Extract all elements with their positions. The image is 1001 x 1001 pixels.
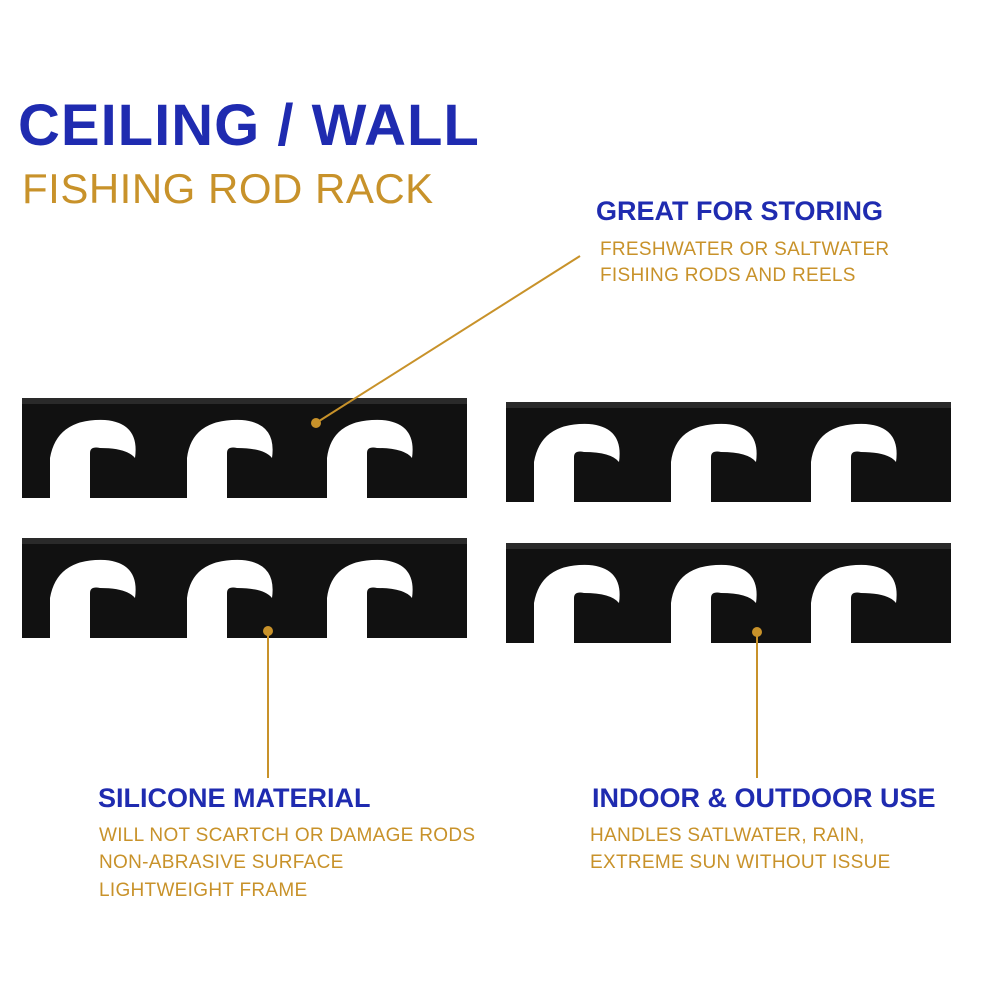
callout-storing-line-1: FRESHWATER OR SALTWATER: [600, 239, 890, 260]
leader-line-silicone: [263, 626, 273, 778]
rack-piece-top-left: [22, 398, 467, 498]
callout-storing-heading: GREAT FOR STORING: [596, 196, 884, 226]
callout-silicone-line-2: NON-ABRASIVE SURFACE: [99, 852, 344, 873]
callout-outdoor-heading: INDOOR & OUTDOOR USE: [592, 783, 936, 813]
callout-silicone-heading: SILICONE MATERIAL: [98, 783, 371, 813]
callout-silicone-line-1: WILL NOT SCARTCH OR DAMAGE RODS: [99, 825, 476, 846]
callout-outdoor-line-1: HANDLES SATLWATER, RAIN,: [590, 825, 865, 846]
leader-line-outdoor: [752, 627, 762, 778]
page-subtitle: FISHING ROD RACK: [22, 165, 434, 212]
leader-line-storing: [311, 255, 581, 428]
callout-storing-line-2: FISHING RODS AND REELS: [600, 265, 856, 286]
page-title: CEILING / WALL: [18, 93, 480, 158]
rack-piece-top-right: [506, 402, 951, 502]
callout-silicone-line-3: LIGHTWEIGHT FRAME: [99, 880, 308, 901]
callout-outdoor-line-2: EXTREME SUN WITHOUT ISSUE: [590, 852, 891, 873]
rack-piece-bottom-right: [506, 543, 951, 643]
rack-piece-bottom-left: [22, 538, 467, 638]
